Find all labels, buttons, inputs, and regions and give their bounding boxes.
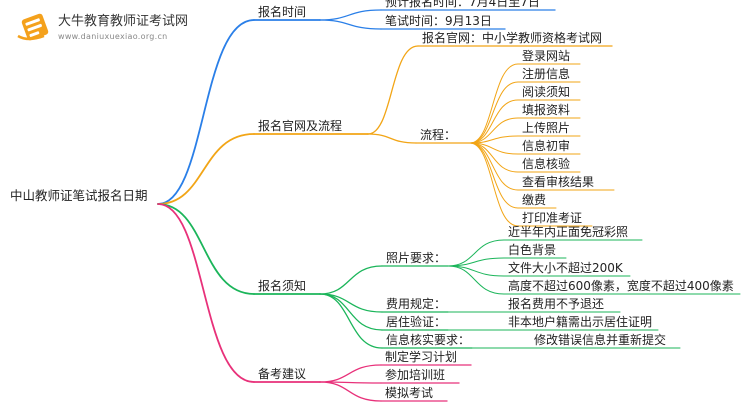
leaf-connector-2-2-9 xyxy=(469,142,519,209)
child-node-3-3: 居住验证： xyxy=(386,315,447,329)
site-logo: 大牛教育教师证考试网 www.daniuxuexiao.org.cn xyxy=(14,10,214,50)
leaf-node-2-2-10: 打印准考证 xyxy=(522,211,583,225)
child-node-2-2: 流程： xyxy=(420,128,457,142)
leaf-node-2-2-1: 登录网站 xyxy=(522,49,571,63)
leaf-connector-2-2-2 xyxy=(469,81,519,144)
child-connector-1-1 xyxy=(319,9,382,21)
leaf-node-2-2-8: 查看审核结果 xyxy=(522,175,595,189)
child-node-4-2: 参加培训班 xyxy=(385,368,446,382)
child-connector-2-1 xyxy=(367,45,419,135)
child-connector-4-3 xyxy=(319,381,382,402)
branch-node-2: 报名官网及流程 xyxy=(258,119,343,133)
branch-node-3: 报名须知 xyxy=(258,279,307,293)
branch-connector-2 xyxy=(157,133,255,205)
child-node-4-1: 制定学习计划 xyxy=(385,350,458,364)
logo-url: www.daniuxuexiao.org.cn xyxy=(58,32,168,41)
branch-connector-1 xyxy=(157,19,255,205)
leaf-node-3-2-1: 报名费用不予退还 xyxy=(508,297,605,311)
child-node-4-3: 模拟考试 xyxy=(385,386,434,400)
leaf-connector-3-1-4 xyxy=(447,265,505,295)
leaf-node-2-2-5: 上传照片 xyxy=(522,121,571,135)
leaf-connector-2-2-8 xyxy=(469,142,519,191)
child-node-3-2: 费用规定： xyxy=(386,297,447,311)
root-node: 中山教师证笔试报名日期 xyxy=(10,188,148,203)
book-logo-icon xyxy=(17,13,49,41)
leaf-connector-2-2-1 xyxy=(469,63,519,144)
child-connector-3-2 xyxy=(319,293,383,313)
leaf-node-2-2-4: 填报资料 xyxy=(522,103,571,117)
leaf-node-3-4-1: 修改错误信息并重新提交 xyxy=(534,333,667,347)
branch-node-1: 报名时间 xyxy=(258,5,307,19)
child-connector-3-1 xyxy=(319,265,383,295)
branch-connector-3 xyxy=(157,203,255,295)
logo-title: 大牛教育教师证考试网 xyxy=(58,14,189,29)
leaf-node-3-1-1: 近半年内正面免冠彩照 xyxy=(508,225,629,239)
leaf-connector-2-2-10 xyxy=(469,142,519,227)
branch-connector-4 xyxy=(157,203,255,383)
branch-node-4: 备考建议 xyxy=(258,367,307,381)
leaf-node-2-2-7: 信息核验 xyxy=(522,157,571,171)
leaf-node-2-2-3: 阅读须知 xyxy=(522,85,571,99)
child-node-3-4: 信息核实要求： xyxy=(386,333,471,347)
child-connector-3-4 xyxy=(319,293,383,349)
leaf-node-2-2-9: 缴费 xyxy=(522,193,547,207)
child-node-3-1: 照片要求： xyxy=(386,251,447,265)
child-connector-1-2 xyxy=(319,19,382,30)
leaf-node-2-2-6: 信息初审 xyxy=(522,139,571,153)
child-node-1-2: 笔试时间：9月13日 xyxy=(385,14,492,28)
child-connector-4-1 xyxy=(319,364,382,383)
leaf-node-2-2-2: 注册信息 xyxy=(522,67,571,81)
leaf-node-3-1-2: 白色背景 xyxy=(508,243,557,257)
child-node-2-1: 报名官网：中小学教师资格考试网 xyxy=(422,31,603,45)
leaf-node-3-1-3: 文件大小不超过200K xyxy=(508,261,623,275)
child-connector-2-2 xyxy=(367,133,417,144)
leaf-connector-3-1-2 xyxy=(447,257,505,267)
leaf-node-3-3-1: 非本地户籍需出示居住证明 xyxy=(508,315,653,329)
leaf-node-3-1-4: 高度不超过600像素，宽度不超过400像素 xyxy=(508,279,734,293)
child-node-1-1: 预计报名时间：7月4日至7日 xyxy=(385,0,540,9)
